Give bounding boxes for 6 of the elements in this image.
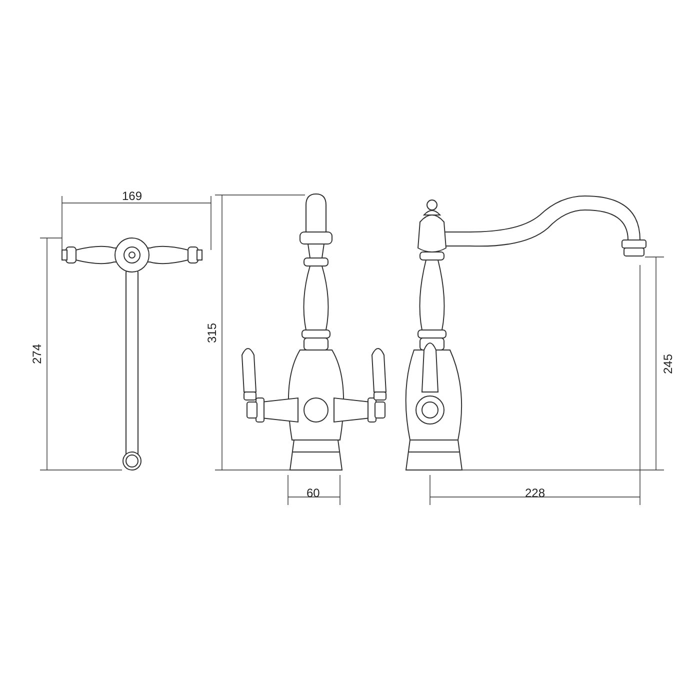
dimension-label: 315 bbox=[205, 322, 220, 344]
dimension-label: 169 bbox=[122, 189, 142, 203]
dimension-label: 60 bbox=[306, 486, 320, 500]
dimension-label: 245 bbox=[661, 354, 676, 374]
dimension-label: 274 bbox=[30, 344, 44, 364]
dimension-label: 228 bbox=[525, 486, 546, 500]
